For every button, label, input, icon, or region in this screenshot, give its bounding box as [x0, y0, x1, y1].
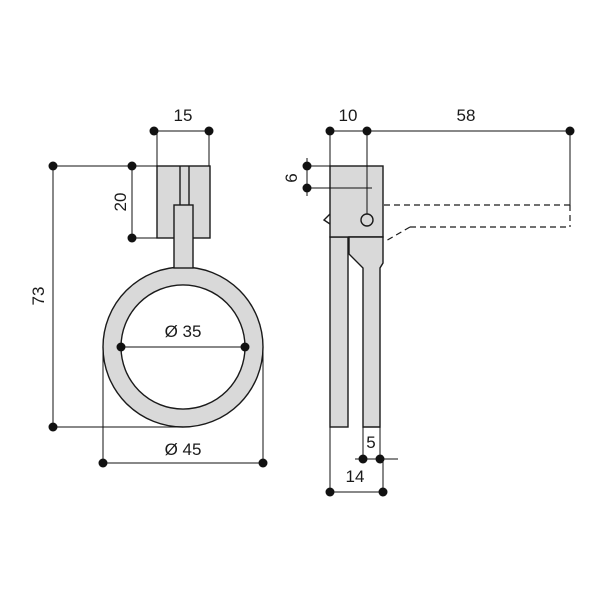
dim-point — [98, 458, 108, 468]
dim-label-inner-diameter: Ø 35 — [165, 322, 202, 341]
dim-label-ring-thickness: 5 — [366, 433, 375, 452]
dim-point — [325, 126, 335, 136]
dim-point — [565, 126, 575, 136]
dim-point — [375, 454, 385, 464]
dim-label-projection: 58 — [457, 106, 476, 125]
side-view: 10 58 6 5 14 — [282, 106, 575, 497]
dim-point — [48, 422, 58, 432]
front-view: 15 20 73 Ø 35 Ø 45 — [29, 106, 268, 468]
dim-point — [48, 161, 58, 171]
dim-point — [362, 126, 372, 136]
dim-label-overall-height: 73 — [29, 287, 48, 306]
hidden-line-diagonal — [383, 226, 411, 243]
wedge-mark — [322, 213, 331, 225]
stem-side — [348, 236, 384, 428]
mounting-block-side — [329, 165, 384, 238]
dim-point — [325, 487, 335, 497]
dim-point — [302, 183, 312, 193]
dim-point — [116, 342, 126, 352]
dim-label-outer-diameter: Ø 45 — [165, 440, 202, 459]
dim-point — [258, 458, 268, 468]
dim-point — [127, 233, 137, 243]
dim-label-hole-offset: 10 — [339, 106, 358, 125]
dim-point — [378, 487, 388, 497]
ring-side-strip — [329, 236, 349, 428]
dim-point — [149, 126, 159, 136]
ring-stem — [173, 204, 194, 269]
dim-label-block-height: 20 — [111, 193, 130, 212]
dim-label-hole-height: 6 — [282, 173, 301, 182]
dim-label-depth: 14 — [346, 467, 365, 486]
dim-point — [302, 161, 312, 171]
dim-point — [358, 454, 368, 464]
dim-point — [240, 342, 250, 352]
dim-label-width-top: 15 — [174, 106, 193, 125]
dim-point — [204, 126, 214, 136]
